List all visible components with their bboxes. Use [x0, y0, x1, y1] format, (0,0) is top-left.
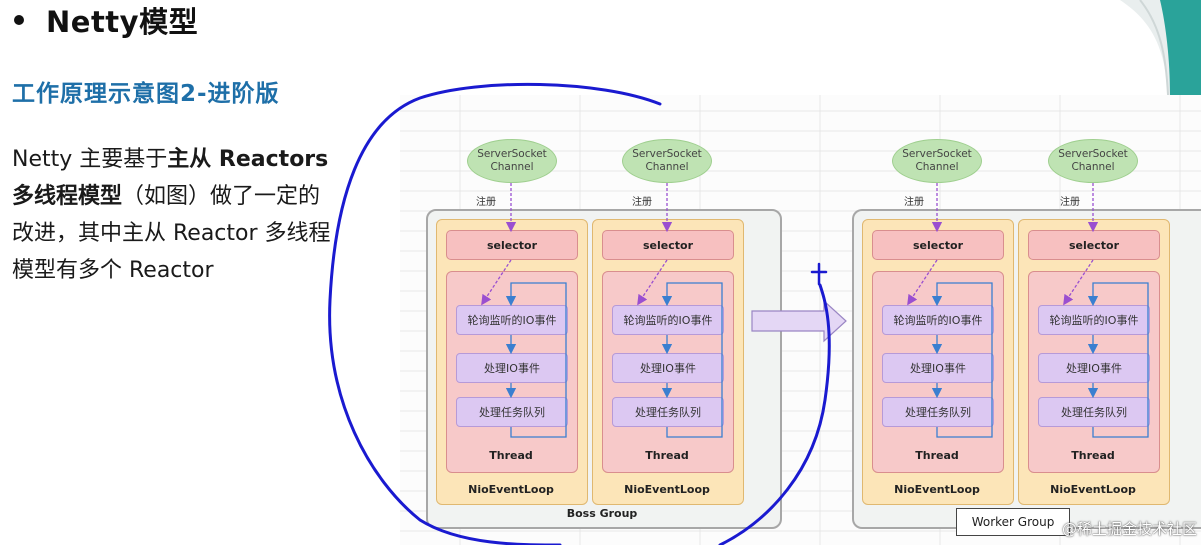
channel-label-3b: Channel [915, 161, 959, 173]
desc-bold-text: 主从 Reactors 多线程模型 [12, 147, 329, 209]
selector-4: selector [1028, 230, 1160, 260]
loop-arrows [481, 183, 1149, 438]
step-process-tasks-3: 处理任务队列 [882, 397, 994, 427]
server-socket-channel-3: ServerSocket Channel [892, 139, 982, 183]
server-socket-channel-4: ServerSocket Channel [1048, 139, 1138, 183]
step-process-io-4: 处理IO事件 [1038, 353, 1150, 383]
channel-label-3a: ServerSocket [902, 148, 972, 160]
slide-description: Netty 主要基于主从 Reactors 多线程模型（如图）做了一定的改进，其… [12, 141, 342, 289]
step-poll-4: 轮询监听的IO事件 [1038, 305, 1150, 335]
register-label-4: 注册 [1060, 197, 1080, 208]
register-label-3: 注册 [904, 197, 924, 208]
channel-label-4a: ServerSocket [1058, 148, 1128, 160]
step-process-tasks-4: 处理任务队列 [1038, 397, 1150, 427]
channel-label-4b: Channel [1071, 161, 1115, 173]
slide-subtitle: 工作原理示意图2-进阶版 [12, 81, 280, 107]
loop-label-3: NioEventLoop [894, 483, 980, 496]
worker-group-label: Worker Group [956, 508, 1070, 536]
watermark: @稀土掘金技术社区 [1061, 520, 1197, 538]
thread-label-3: Thread [915, 449, 959, 462]
slide-title: Netty模型 [46, 5, 199, 39]
desc-text-2: （如图）做了一定的改进，其中主从 Reactor 多线程模型有多个 Reacto… [12, 184, 331, 283]
netty-diagram: Boss Group Worker Group ServerSocket Cha… [400, 95, 1201, 545]
bullet-icon [14, 15, 24, 25]
slide-title-row: Netty模型 [8, 0, 198, 40]
loop-label-4: NioEventLoop [1050, 483, 1136, 496]
thread-label-4: Thread [1071, 449, 1115, 462]
desc-text-1: Netty 主要基于 [12, 147, 168, 172]
boss-to-worker-arrow [751, 299, 847, 343]
step-process-io-3: 处理IO事件 [882, 353, 994, 383]
selector-3: selector [872, 230, 1004, 260]
diagram-arrows [481, 183, 1149, 438]
